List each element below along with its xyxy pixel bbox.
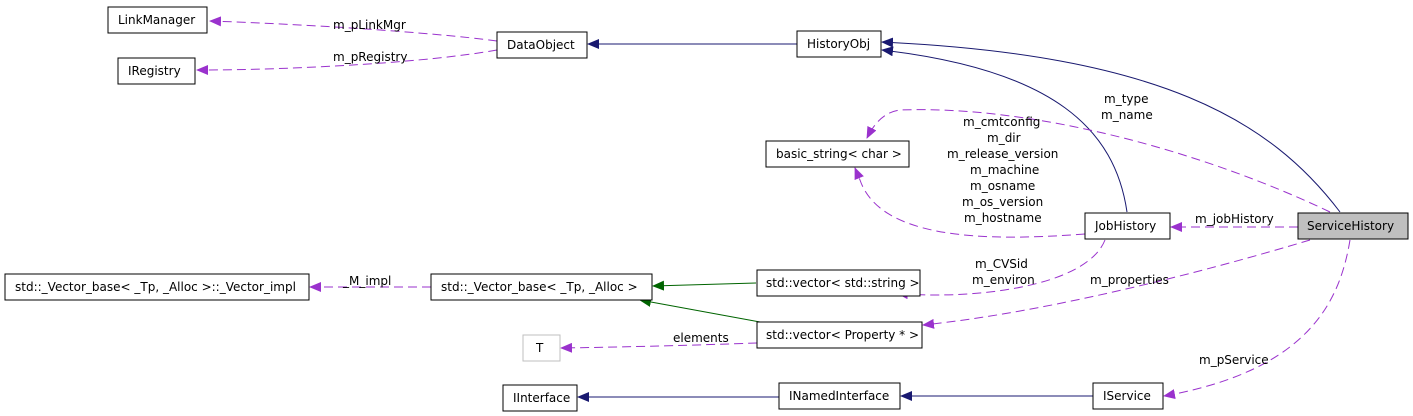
label-m-machine: m_machine	[970, 163, 1039, 177]
node-linkmanager-label: LinkManager	[118, 13, 195, 27]
nodes: LinkManager IRegistry DataObject History…	[4, 6, 1409, 412]
node-dataobject[interactable]: DataObject	[496, 31, 588, 59]
node-basicstring[interactable]: basic_string< char >	[765, 140, 910, 168]
node-vector-impl[interactable]: std::_Vector_base< _Tp, _Alloc >::_Vecto…	[4, 273, 310, 301]
node-historyobj[interactable]: HistoryObj	[796, 30, 882, 58]
usage-edges	[196, 16, 1351, 399]
label-m-release-version: m_release_version	[947, 147, 1058, 161]
label-m-type: m_type	[1104, 92, 1149, 106]
node-basicstring-label: basic_string< char >	[776, 147, 902, 161]
node-historyobj-label: HistoryObj	[807, 37, 870, 51]
node-inamedinterface-label: INamedInterface	[789, 389, 889, 403]
edge-jobhistory-to-historyobj	[881, 46, 1128, 213]
node-vector-string-label: std::vector< std::string >	[766, 276, 920, 290]
node-t[interactable]: T	[522, 334, 561, 362]
label-m-properties: m_properties	[1090, 273, 1169, 287]
label-m-osname: m_osname	[970, 179, 1035, 193]
node-vector-string[interactable]: std::vector< std::string >	[756, 269, 921, 297]
template-edges	[639, 280, 761, 323]
node-t-label: T	[535, 341, 544, 355]
node-iinterface-label: IInterface	[513, 391, 570, 405]
edge-dataobject-linkmanager	[209, 16, 498, 42]
label-m-cmtconfig: m_cmtconfig	[963, 115, 1040, 129]
label-m-cvsid: m_CVSid	[975, 257, 1028, 271]
edge-servicehistory-basicstring	[866, 109, 1331, 213]
node-iservice[interactable]: IService	[1092, 382, 1164, 410]
edge-vectorproperty-t	[560, 342, 758, 353]
node-iregistry-label: IRegistry	[128, 64, 181, 78]
node-vector-base[interactable]: std::_Vector_base< _Tp, _Alloc >	[430, 273, 653, 301]
node-servicehistory[interactable]: ServiceHistory	[1297, 212, 1409, 240]
node-jobhistory-label: JobHistory	[1094, 219, 1156, 233]
node-dataobject-label: DataObject	[507, 38, 575, 52]
edge-jobhistory-basicstring	[854, 167, 1086, 238]
edge-labels: m_pLinkMgr m_pRegistry m_type m_name m_c…	[333, 18, 1274, 367]
edge-vectorproperty-to-vectorbase	[639, 297, 761, 323]
node-iregistry[interactable]: IRegistry	[117, 57, 196, 85]
label-m-os-version: m_os_version	[962, 195, 1043, 209]
inheritance-edges	[577, 37, 1341, 402]
label-m-environ: m_environ	[972, 273, 1035, 287]
label-m-name: m_name	[1101, 108, 1153, 122]
node-linkmanager[interactable]: LinkManager	[107, 6, 208, 34]
edge-servicehistory-to-historyobj	[881, 37, 1341, 213]
node-iservice-label: IService	[1103, 389, 1151, 403]
edge-servicehistory-iservice	[1163, 239, 1351, 399]
edge-jobhistory-vectorstring	[896, 239, 1106, 300]
node-vector-property[interactable]: std::vector< Property * >	[756, 321, 923, 349]
node-inamedinterface[interactable]: INamedInterface	[778, 382, 901, 410]
label-m-impl: _M_impl	[342, 274, 391, 288]
node-servicehistory-label: ServiceHistory	[1307, 219, 1394, 233]
label-elements: elements	[673, 331, 729, 345]
node-vector-impl-label: std::_Vector_base< _Tp, _Alloc >::_Vecto…	[15, 280, 296, 294]
label-m-pregistry: m_pRegistry	[333, 50, 407, 64]
node-iinterface[interactable]: IInterface	[502, 384, 578, 412]
edge-vectorstring-to-vectorbase	[652, 280, 757, 291]
node-jobhistory[interactable]: JobHistory	[1084, 212, 1171, 240]
label-m-plinkmgr: m_pLinkMgr	[333, 18, 406, 32]
node-vector-property-label: std::vector< Property * >	[766, 328, 919, 342]
label-m-jobhistory: m_jobHistory	[1195, 212, 1274, 226]
edge-servicehistory-vectorproperty	[922, 239, 1311, 329]
label-m-hostname: m_hostname	[964, 211, 1042, 225]
edge-dataobject-iregistry	[196, 49, 498, 75]
label-m-dir: m_dir	[987, 131, 1021, 145]
label-m-pservice: m_pService	[1199, 353, 1269, 367]
node-vector-base-label: std::_Vector_base< _Tp, _Alloc >	[441, 280, 638, 294]
